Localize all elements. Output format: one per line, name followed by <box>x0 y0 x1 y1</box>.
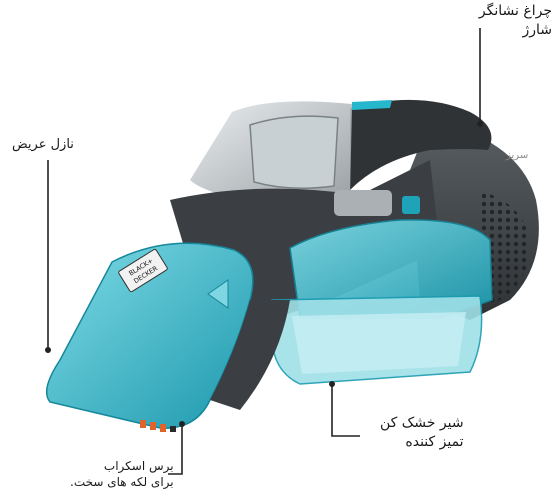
dirty-tank-window <box>292 312 466 374</box>
leader-lines <box>47 28 481 475</box>
charge-indicator-light <box>352 100 392 110</box>
nozzle-dark-side <box>210 300 290 410</box>
handle <box>350 99 492 190</box>
label-charge-indicator: چراغ نشانگر شارژ <box>479 2 552 40</box>
body-grey-panel <box>334 190 392 216</box>
label-wide-nozzle: نازل عریض <box>12 137 74 152</box>
label-dry-line-1: شیر خشک کن <box>380 415 464 431</box>
body-label-text: سریز <box>506 150 529 161</box>
clean-water-tank <box>289 219 493 319</box>
top-cover-window <box>249 115 339 189</box>
leader-dry <box>331 384 360 437</box>
label-brush-line-2: برای لکه های سخت. <box>70 475 174 490</box>
nozzle-arrow-mark <box>207 279 229 309</box>
label-charge-line-1: چراغ نشانگر <box>478 3 552 19</box>
label-dry-tap: شیر خشک کن تمیز کننده <box>380 414 464 452</box>
leader-dots <box>45 121 483 427</box>
scrub-brush <box>140 420 176 432</box>
brand-logo: BLACK+ DECKER <box>118 248 168 293</box>
label-scrub-brush: برس اسکراب برای لکه های سخت. <box>70 458 174 490</box>
label-charge-line-2: شارژ <box>522 21 552 38</box>
label-dry-line-2: تمیز کننده <box>405 433 464 450</box>
label-brush-line-1: برس اسکراب <box>103 459 174 473</box>
body-teal-button <box>402 196 420 214</box>
leader-brush <box>168 424 183 475</box>
